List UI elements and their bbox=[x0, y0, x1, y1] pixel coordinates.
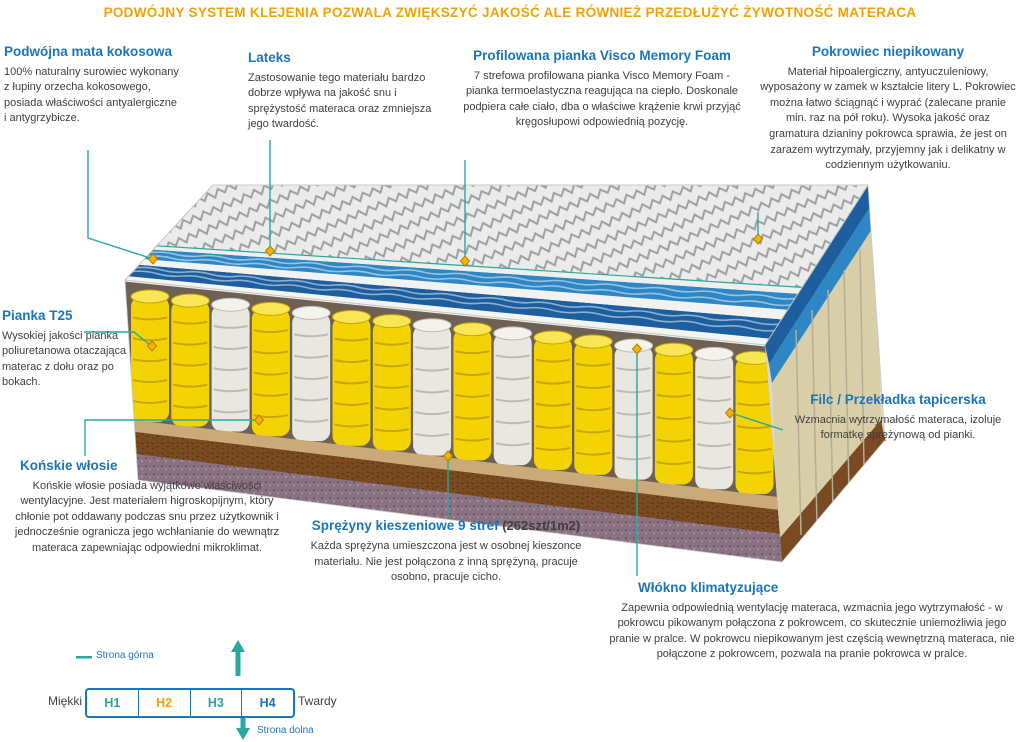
callout-title: Pokrowiec niepikowany bbox=[811, 44, 965, 59]
upper-side-dash bbox=[76, 656, 92, 659]
callout-podwojna-mata-kokosowa: Podwójna mata kokosowa 100% naturalny su… bbox=[4, 44, 180, 127]
marker-diamond-pianka bbox=[146, 340, 158, 352]
banner-headline: PODWÓJNY SYSTEM KLEJENIA POZWALA ZWIĘKSZ… bbox=[103, 5, 917, 20]
callout-title: Profilowana pianka Visco Memory Foam bbox=[473, 48, 731, 63]
callout-body: Wzmacnia wytrzymałość materaca, izoluje … bbox=[794, 413, 1002, 442]
arrow-down-icon bbox=[236, 712, 250, 740]
white-foam-layer-2 bbox=[153, 245, 803, 294]
hardness-arrows bbox=[76, 640, 250, 740]
mattress-top-surface bbox=[123, 184, 886, 563]
marker-diamond-filc bbox=[724, 407, 736, 419]
callout-line-filc bbox=[733, 413, 784, 431]
marker-diamond-visco bbox=[459, 255, 471, 267]
callout-title: Końskie włosie bbox=[20, 458, 118, 473]
upper-side-label: Strona górna bbox=[96, 650, 154, 661]
callout-body: Materiał hipoalergiczny, antyuczuleniowy… bbox=[760, 65, 1016, 172]
hardness-h4: H4 bbox=[259, 696, 276, 710]
callout-body: Końskie włosie posiada wyjątkowe właściw… bbox=[14, 479, 280, 554]
callout-lines bbox=[84, 140, 784, 576]
callout-pianka-t25: Pianka T25 Wysokiej jakości pianka poliu… bbox=[2, 308, 154, 391]
callout-body: 7 strefowa profilowana pianka Visco Memo… bbox=[463, 69, 741, 129]
callout-body: Zapewnia odpowiednią wentylację materaca… bbox=[609, 601, 1015, 661]
callout-title: Podwójna mata kokosowa bbox=[4, 44, 173, 59]
callout-pokrowiec-niepikowany: Pokrowiec niepikowany Materiał hipoalerg… bbox=[760, 44, 1016, 174]
callout-title: Filc / Przekładka tapicerska bbox=[810, 392, 986, 407]
callout-profilowana-pianka-visco: Profilowana pianka Visco Memory Foam 7 s… bbox=[458, 48, 746, 131]
callout-title: Lateks bbox=[248, 50, 291, 65]
pocket-springs-layer bbox=[130, 289, 774, 495]
arrow-up-icon bbox=[231, 640, 245, 676]
hardness-scale: H1 H2 H3 H4 bbox=[85, 688, 295, 718]
marker-diamond-mata bbox=[147, 253, 159, 265]
marker-diamond-konskie bbox=[253, 414, 265, 426]
callout-body: 100% naturalny surowiec wykonany z łupin… bbox=[4, 65, 179, 125]
marker-diamond-pokrowiec bbox=[752, 233, 764, 245]
base-layers bbox=[134, 420, 782, 562]
marker-diamond-sprezyny bbox=[442, 450, 454, 462]
hardness-h1: H1 bbox=[87, 690, 139, 716]
callout-konskie-wlosie: Końskie włosie Końskie włosie posiada wy… bbox=[2, 458, 292, 557]
lower-side-label: Strona dolna bbox=[257, 725, 314, 736]
wave-highlight-lines bbox=[132, 251, 795, 332]
soft-label: Miękki bbox=[48, 694, 83, 708]
callout-line-pianka bbox=[84, 331, 151, 346]
hardness-h3: H3 bbox=[191, 690, 243, 716]
callout-wlokno-klimatyzujace: Włókno klimatyzujące Zapewnia odpowiedni… bbox=[608, 580, 1016, 663]
callout-title-suffix: (262szt/1m2) bbox=[498, 518, 581, 533]
callout-filc-przekladka: Filc / Przekładka tapicerska Wzmacnia wy… bbox=[782, 392, 1014, 444]
callout-title: Sprężyny kieszeniowe 9 stref (262szt/1m2… bbox=[300, 518, 592, 534]
mattress-right-face bbox=[765, 185, 885, 562]
marker-diamond-wlokno bbox=[631, 343, 643, 355]
zigzag-visco-layer bbox=[156, 185, 868, 288]
white-foam-layer bbox=[139, 259, 788, 320]
callout-title: Włókno klimatyzujące bbox=[638, 580, 779, 595]
marker-diamond-lateks bbox=[264, 245, 276, 257]
hard-label: Twardy bbox=[298, 694, 337, 708]
callout-sprezyny-kieszeniowe: Sprężyny kieszeniowe 9 stref (262szt/1m2… bbox=[300, 518, 592, 586]
callout-lateks: Lateks Zastosowanie tego materiału bardz… bbox=[248, 50, 448, 133]
hardness-h2: H2 bbox=[139, 690, 191, 716]
cover-lip-layer bbox=[125, 276, 770, 345]
callout-body: Każda sprężyna umieszczona jest w osobne… bbox=[310, 539, 582, 584]
layer-markers bbox=[146, 233, 764, 462]
mattress-front-face bbox=[124, 278, 782, 562]
callout-title: Pianka T25 bbox=[2, 308, 73, 323]
callout-line-konskie bbox=[84, 419, 254, 456]
callout-title-main: Sprężyny kieszeniowe 9 stref bbox=[311, 518, 499, 533]
callout-line-mata bbox=[87, 150, 151, 259]
callout-body: Wysokiej jakości pianka poliuretanowa ot… bbox=[2, 329, 127, 389]
callout-body: Zastosowanie tego materiału bardzo dobrz… bbox=[248, 71, 432, 131]
